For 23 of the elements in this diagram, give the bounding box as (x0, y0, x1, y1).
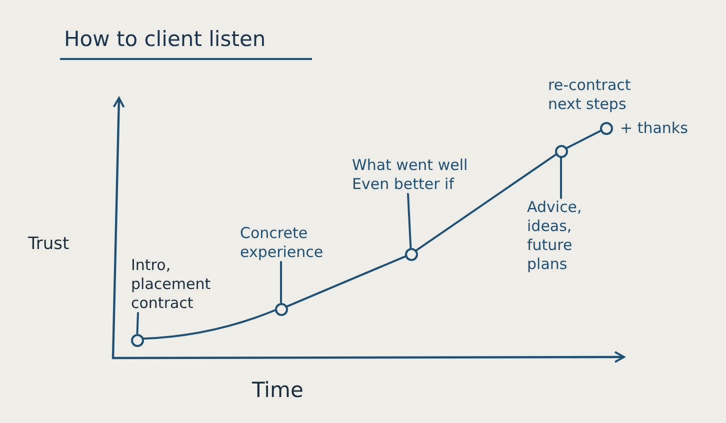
leader-line (136, 312, 139, 334)
axis-label: Trust (28, 234, 70, 255)
annotation-text: Advice, ideas, future plans (527, 198, 583, 274)
annotation-text: Even better if (352, 175, 456, 194)
annotation-text: Intro, placement contract (131, 256, 212, 313)
data-point-icon (554, 144, 568, 158)
trend-line (415, 154, 557, 252)
annotation-text: What went well (352, 156, 468, 175)
trend-line (286, 256, 406, 308)
data-point-icon (404, 246, 418, 262)
trend-line (142, 309, 276, 340)
annotation-text: + thanks (620, 119, 688, 138)
annotation-text: re-contract next steps (548, 76, 632, 114)
data-point-icon (130, 332, 144, 348)
leader-line (407, 193, 412, 248)
trend-line (566, 130, 602, 150)
diagram-title: How to client listen (60, 26, 312, 60)
annotation-text: Concrete experience (240, 224, 324, 262)
axis-label: Time (252, 378, 304, 403)
leader-line (560, 156, 562, 199)
leader-line (280, 261, 282, 304)
data-point-icon (598, 120, 614, 136)
data-point-icon (274, 302, 288, 316)
